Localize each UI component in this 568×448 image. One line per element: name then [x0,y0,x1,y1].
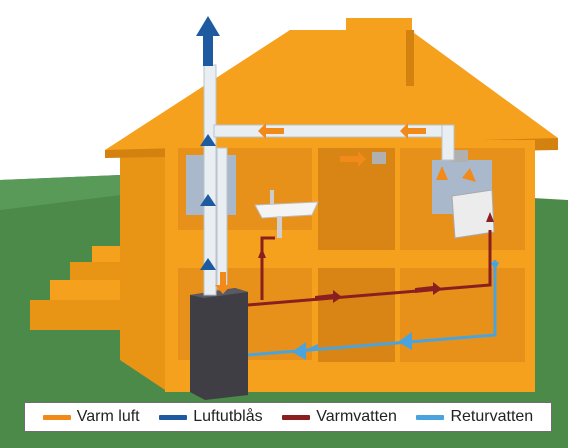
vent-unit-middle [372,152,386,164]
roof-front [105,30,558,150]
warm-air-arrows [215,123,476,294]
return-water-swatch-icon [416,414,445,420]
legend: Varm luft Luftutblås Varmvatten Returvat… [24,402,552,432]
legend-item-return-water: Returvatten [416,408,533,426]
legend-label: Returvatten [450,408,534,425]
room-lower-right [400,268,525,362]
exhaust-arrow-icon [196,16,220,66]
exhaust-air-arrows [200,134,216,270]
warm-air-swatch-icon [42,414,71,420]
house-side-wall [120,130,165,390]
outdoor-stairs [30,246,125,330]
legend-item-warm-air: Varm luft [42,408,140,426]
room-lower-middle [318,268,395,362]
legend-label: Varm luft [76,408,140,425]
chimney [346,18,414,88]
legend-item-hot-water: Varmvatten [282,408,397,426]
radiator [451,189,495,239]
floor-slab-upper [165,250,535,268]
legend-label: Luftutblås [193,408,263,425]
return-water-arrows [292,262,499,360]
legend-item-exhaust-air: Luftutblås [159,408,263,426]
hot-water-arrows [258,212,494,303]
heat-pump-unit [190,288,248,400]
hot-water-swatch-icon [282,414,311,420]
room-upper-middle [318,148,395,250]
exhaust-air-swatch-icon [159,414,188,420]
sink [254,190,319,238]
legend-label: Varmvatten [316,408,397,425]
